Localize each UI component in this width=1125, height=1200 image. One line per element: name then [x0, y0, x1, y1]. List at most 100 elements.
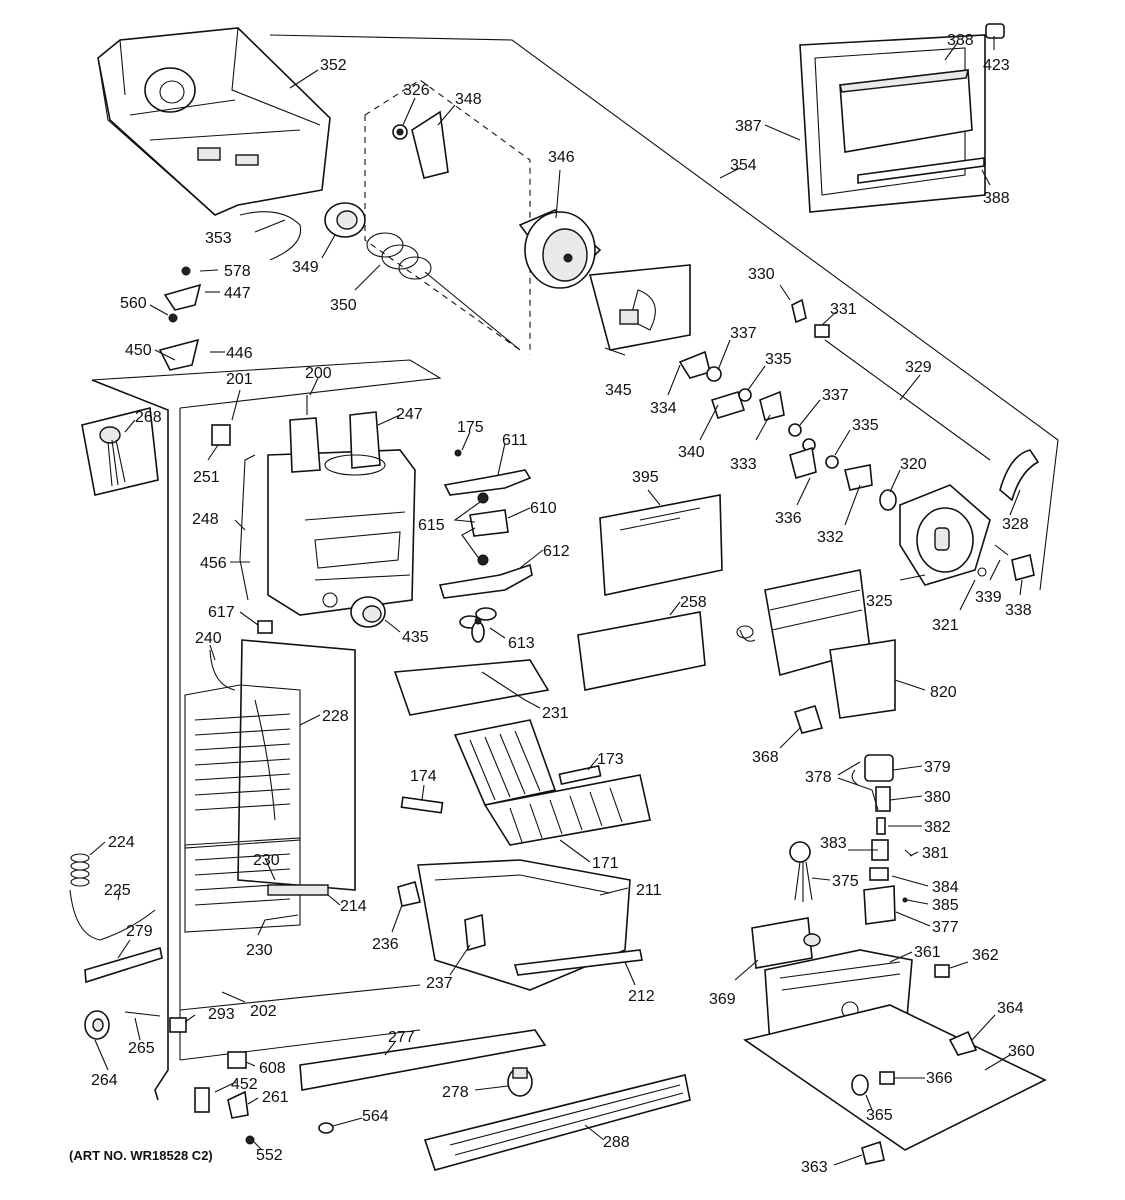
auger-coupling-349 [324, 202, 366, 238]
clip-617 [257, 620, 273, 634]
heater-wire-240 [209, 649, 236, 691]
clip-330 [791, 298, 807, 324]
ice-bucket-wire-353 [239, 211, 302, 261]
label-346: 346 [548, 149, 575, 166]
label-354: 354 [730, 157, 757, 174]
label-293: 293 [208, 1006, 235, 1023]
label-321: 321 [932, 617, 959, 634]
part-labels: 352 326 348 346 388 423 387 354 388 353 … [69, 32, 1035, 1176]
label-353: 353 [205, 230, 232, 247]
label-435: 435 [402, 629, 429, 646]
label-278: 278 [442, 1084, 469, 1101]
ice-maker-820 [736, 569, 896, 719]
motor-369 [751, 917, 821, 969]
label-268: 268 [135, 409, 162, 426]
label-383: 383 [820, 835, 847, 852]
label-230-lower: 230 [246, 942, 273, 959]
grille-288 [423, 1074, 691, 1171]
label-578: 578 [224, 263, 251, 280]
label-171: 171 [592, 855, 619, 872]
label-200: 200 [305, 365, 332, 382]
label-336: 336 [775, 510, 802, 527]
fan-housing-247 [267, 411, 416, 616]
label-335-mid: 335 [852, 417, 879, 434]
clip-236 [397, 880, 421, 907]
label-611: 611 [502, 432, 528, 449]
cover-395-slots [619, 507, 701, 531]
lamp-socket-375 [789, 841, 813, 902]
freezer-liner-side [91, 359, 442, 1101]
label-552: 552 [256, 1147, 283, 1164]
pin-339 [994, 544, 1009, 556]
label-452: 452 [231, 1076, 258, 1093]
label-230-upper: 230 [253, 852, 280, 869]
cover-395 [599, 494, 723, 596]
label-617: 617 [208, 604, 235, 621]
label-332: 332 [817, 529, 844, 546]
label-610: 610 [530, 500, 557, 517]
label-330: 330 [748, 266, 775, 283]
bracket-447 [163, 283, 202, 311]
label-615: 615 [418, 517, 445, 534]
label-279: 279 [126, 923, 153, 940]
evaporator-228 [184, 639, 356, 933]
label-369: 369 [709, 991, 736, 1008]
auger-motor-346 [518, 209, 602, 289]
part-366 [879, 1071, 895, 1085]
ring-321 [977, 567, 987, 577]
plate-452 [194, 1087, 210, 1113]
bracket-261 [227, 1090, 249, 1119]
grille-288-slots [449, 1084, 684, 1156]
label-348: 348 [455, 91, 482, 108]
label-388-bottom: 388 [983, 190, 1010, 207]
label-335-top: 335 [765, 351, 792, 368]
label-251: 251 [193, 469, 220, 486]
label-456: 456 [200, 555, 227, 572]
label-329: 329 [905, 359, 932, 376]
roller-278 [507, 1067, 533, 1097]
label-446: 446 [226, 345, 253, 362]
label-395: 395 [632, 469, 659, 486]
art-number: (ART NO. WR18528 C2) [69, 1148, 213, 1163]
rod-329 [824, 339, 991, 461]
screw-552 [245, 1135, 255, 1145]
label-337-top: 337 [730, 325, 757, 342]
label-288: 288 [603, 1134, 630, 1151]
label-236: 236 [372, 936, 399, 953]
label-423: 423 [983, 57, 1010, 74]
guide-174 [400, 796, 444, 814]
label-231: 231 [542, 705, 569, 722]
tube-248 [239, 454, 256, 601]
screw-578 [181, 266, 191, 276]
label-613: 613 [508, 635, 535, 652]
part-384 [869, 867, 889, 881]
label-248: 248 [192, 511, 219, 528]
leader-lines [89, 36, 1023, 1166]
label-450: 450 [125, 342, 152, 359]
label-361: 361 [914, 944, 941, 961]
label-364: 364 [997, 1000, 1024, 1017]
bracket-611 [443, 469, 532, 496]
label-339: 339 [975, 589, 1002, 606]
label-258: 258 [680, 594, 707, 611]
clip-237 [464, 913, 486, 952]
label-388-top: 388 [947, 32, 974, 49]
ice-bucket-352 [97, 27, 331, 216]
label-360: 360 [1008, 1043, 1035, 1060]
label-384: 384 [932, 879, 959, 896]
bracket-348 [411, 110, 449, 179]
bin-front-212 [513, 949, 643, 976]
label-320: 320 [900, 456, 927, 473]
part-385 [902, 897, 908, 903]
label-377: 377 [932, 919, 959, 936]
bracket-368 [793, 705, 824, 734]
part-608 [227, 1051, 247, 1069]
label-175: 175 [457, 419, 484, 436]
label-224: 224 [108, 834, 135, 851]
spring-382 [876, 817, 886, 835]
screw-175 [454, 449, 462, 457]
rail-277 [299, 1029, 547, 1091]
label-211: 211 [636, 882, 662, 899]
